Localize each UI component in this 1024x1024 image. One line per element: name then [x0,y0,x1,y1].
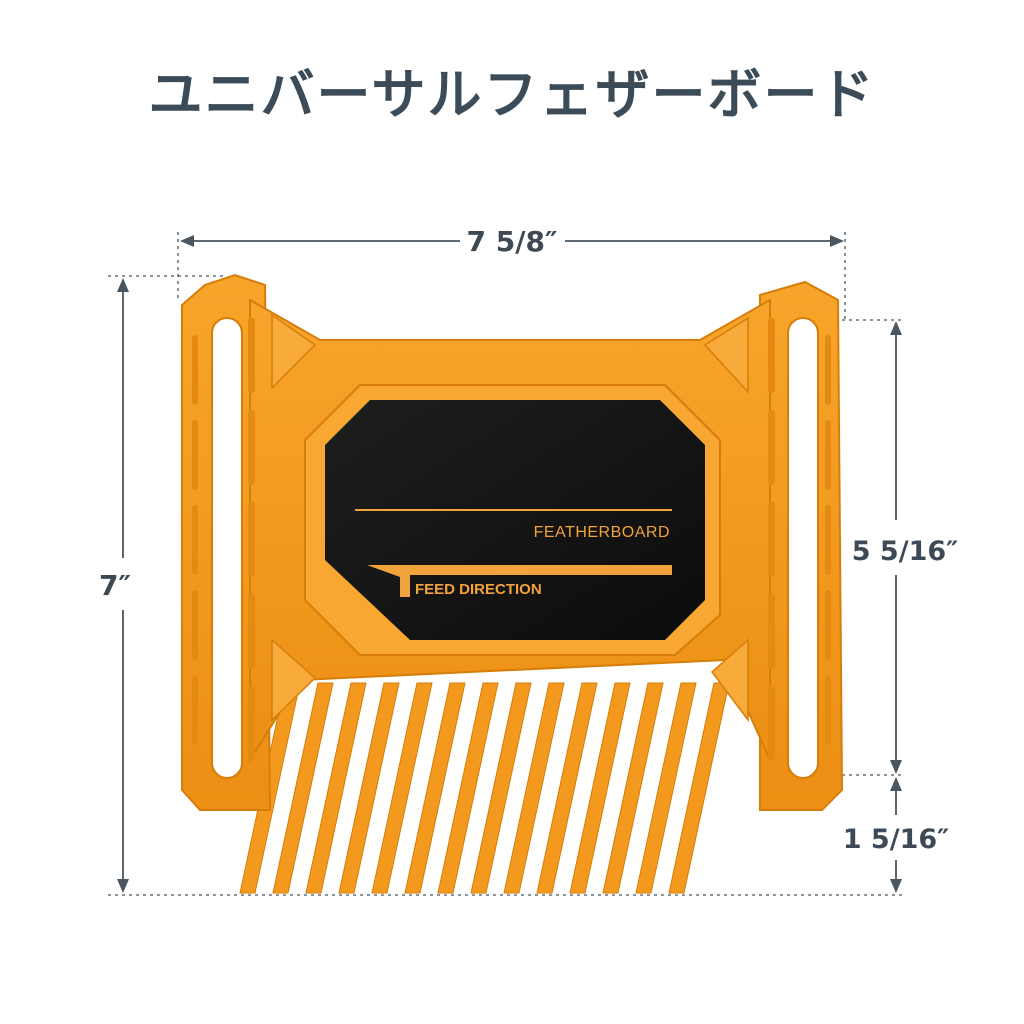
feather-fingers [239,682,730,894]
slot-length-label: 5 5/16″ [852,536,958,567]
rail-ribs [192,318,831,761]
width-label: 7 5/8″ [467,225,558,258]
height-label: 7″ [99,569,131,602]
slot-length-arrow [890,321,902,774]
page-title: ユニバーサルフェザーボード [148,63,876,126]
dimension-lines [108,232,905,896]
featherboard: FEATHERBOARD FEED DIRECTION [181,273,844,894]
width-arrow [180,235,844,247]
label-featherboard-text: FEATHERBOARD [534,524,670,541]
bottom-offset-arrow [890,777,902,893]
bottom-offset-label: 1 5/16″ [843,824,949,855]
height-arrow [117,278,129,893]
product-label [325,400,705,640]
right-slot [787,317,819,779]
left-slot [211,317,243,779]
label-feed-direction-text: FEED DIRECTION [415,581,542,598]
